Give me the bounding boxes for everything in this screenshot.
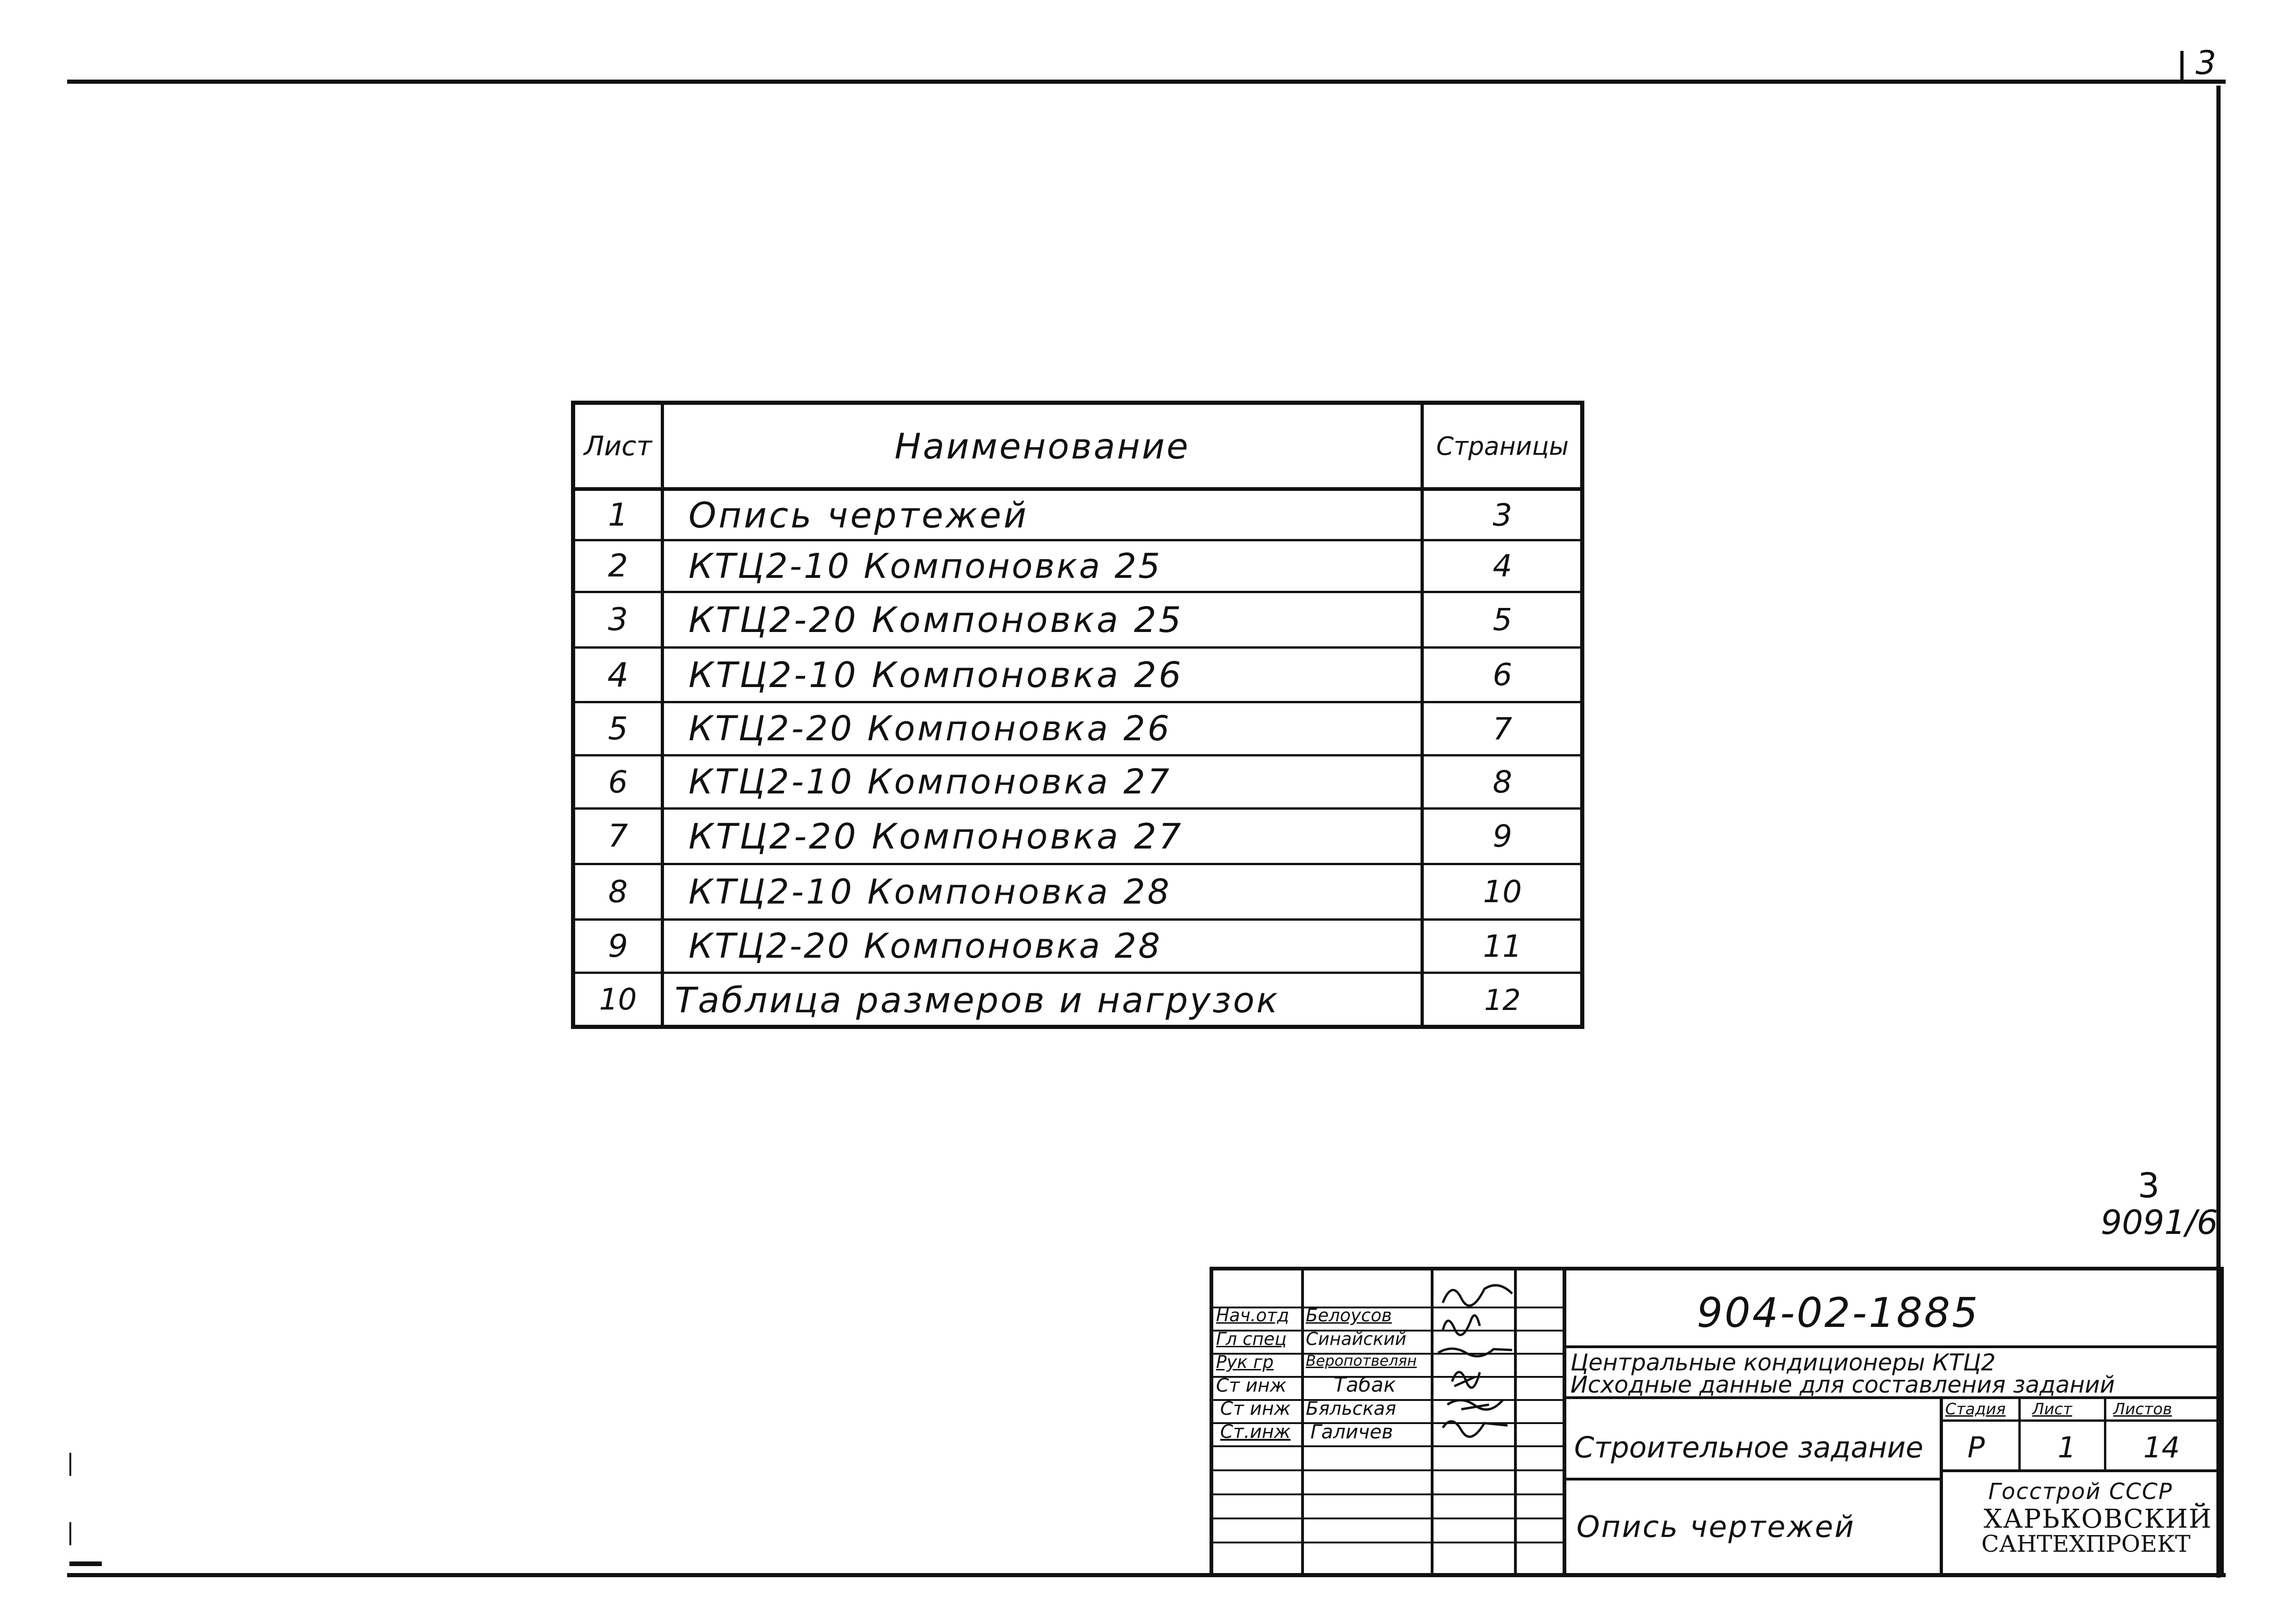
row-name: Таблица размеров и нагрузок xyxy=(675,979,1280,1021)
row-page: 10 xyxy=(1483,874,1522,910)
header-sheet: Лист xyxy=(584,430,652,462)
stage-value: Р xyxy=(1967,1431,1985,1464)
row-name: КТЦ2-20 Компоновка 27 xyxy=(689,816,1184,857)
staff-role: Гл спец xyxy=(1216,1329,1287,1349)
sheet-value: 1 xyxy=(2058,1431,2076,1464)
section-name: Строительное задание xyxy=(1574,1431,1924,1464)
row-page: 11 xyxy=(1483,928,1522,964)
page-mark-code: 9091/6 xyxy=(2101,1203,2218,1242)
sheet-label: Лист xyxy=(2032,1400,2073,1419)
row-page: 3 xyxy=(1493,497,1512,533)
margin-mark xyxy=(69,1453,71,1476)
sheet-name: Опись чертежей xyxy=(1576,1510,1855,1544)
row-sheet: 6 xyxy=(608,764,628,800)
row-sheet: 9 xyxy=(608,928,628,965)
right-border-line xyxy=(2216,86,2221,1578)
page-mark-number: 3 xyxy=(2138,1166,2160,1206)
staff-name: Белоусов xyxy=(1306,1305,1392,1326)
sheets-value: 14 xyxy=(2143,1431,2180,1464)
header-name: Наименование xyxy=(894,425,1190,467)
row-sheet: 7 xyxy=(608,818,628,855)
row-page: 12 xyxy=(1484,983,1521,1017)
row-sheet: 2 xyxy=(608,548,628,584)
row-page: 9 xyxy=(1493,818,1512,854)
corner-tick xyxy=(2180,51,2184,83)
row-sheet: 5 xyxy=(608,710,628,747)
row-name: КТЦ2-10 Компоновка 28 xyxy=(689,872,1172,912)
organization-line-2: ХАРЬКОВСКИЙ xyxy=(1984,1504,2212,1534)
row-name: КТЦ2-20 Компоновка 26 xyxy=(689,709,1172,749)
row-sheet: 1 xyxy=(608,496,628,533)
sheets-label: Листов xyxy=(2113,1400,2172,1419)
drawings-list-table: Лист Наименование Страницы 1 Опись черте… xyxy=(571,401,1584,1029)
organization-line-1: Госстрой СССР xyxy=(1988,1479,2173,1505)
margin-mark xyxy=(69,1522,71,1545)
row-page: 5 xyxy=(1493,602,1512,638)
staff-name: Галичев xyxy=(1310,1420,1393,1443)
title-block: Нач.отд Белоусов Гл спец Синайский Рук г… xyxy=(1210,1267,2224,1577)
organization-line-3: САНТЕХПРОЕКТ xyxy=(1981,1530,2191,1557)
staff-name: Синайский xyxy=(1306,1329,1407,1349)
bottom-border-line xyxy=(67,1573,2226,1577)
title-line-2: Исходные данные для составления заданий xyxy=(1570,1371,2115,1398)
staff-role: Ст инж xyxy=(1220,1398,1291,1419)
row-sheet: 10 xyxy=(599,983,637,1017)
row-sheet: 4 xyxy=(607,655,629,694)
row-sheet: 3 xyxy=(608,601,628,638)
staff-name: Бяльская xyxy=(1306,1398,1396,1419)
top-border-line xyxy=(67,80,2226,84)
row-name: КТЦ2-10 Компоновка 25 xyxy=(689,546,1162,586)
row-name: КТЦ2-20 Компоновка 28 xyxy=(689,926,1162,966)
staff-role: Рук гр xyxy=(1216,1352,1274,1372)
document-code: 904-02-1885 xyxy=(1697,1289,1980,1337)
title-line-1: Центральные кондиционеры КТЦ2 xyxy=(1570,1349,1996,1376)
row-page: 6 xyxy=(1493,657,1512,693)
row-name: КТЦ2-10 Компоновка 26 xyxy=(689,654,1184,695)
staff-role: Ст.инж xyxy=(1220,1421,1291,1443)
row-name: КТЦ2-10 Компоновка 27 xyxy=(689,762,1172,802)
signatures-graphic xyxy=(1437,1284,1513,1438)
staff-name: Веропотвелян xyxy=(1306,1352,1417,1369)
row-name: Опись чертежей xyxy=(689,494,1029,536)
staff-role: Нач.отд xyxy=(1216,1305,1290,1326)
stage-label: Стадия xyxy=(1945,1400,2006,1419)
row-page: 8 xyxy=(1493,764,1512,800)
row-page: 7 xyxy=(1493,711,1512,747)
row-name: КТЦ2-20 Компоновка 25 xyxy=(689,599,1184,640)
header-pages: Страницы xyxy=(1436,431,1569,461)
row-sheet: 8 xyxy=(608,874,628,910)
row-page: 4 xyxy=(1493,548,1512,584)
staff-role: Ст инж xyxy=(1216,1375,1287,1396)
margin-mark xyxy=(69,1561,102,1566)
corner-sheet-number: 3 xyxy=(2196,44,2216,82)
staff-name: Табак xyxy=(1334,1373,1396,1397)
